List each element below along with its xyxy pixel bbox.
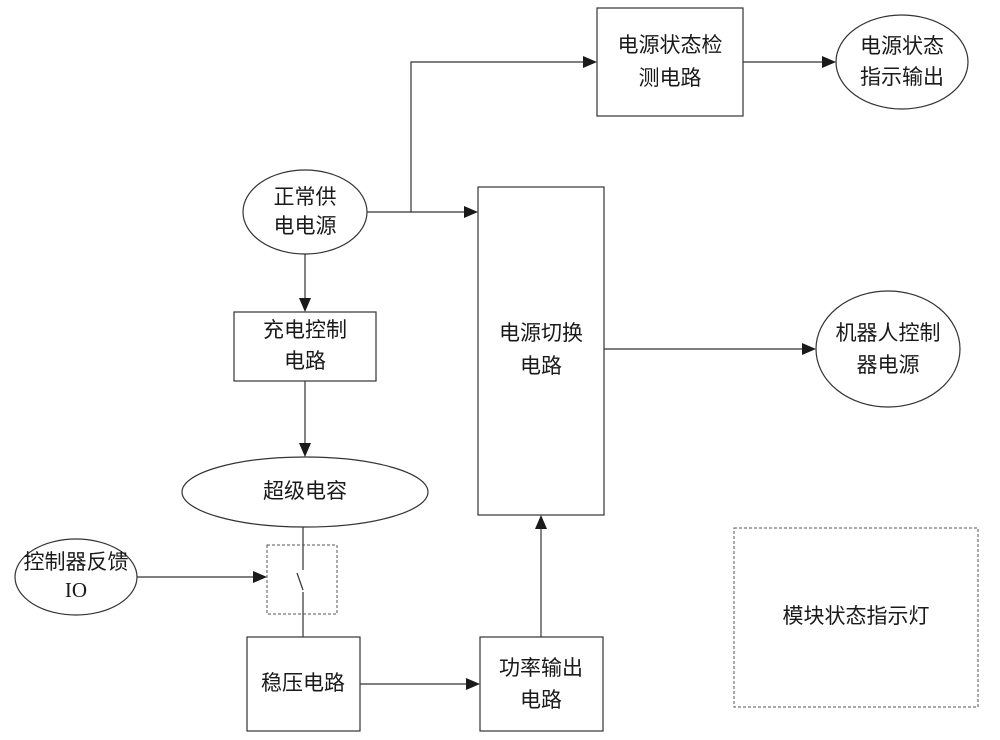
arrowhead-switch-bottom [535, 515, 547, 529]
arrowhead-robot-in [802, 343, 816, 355]
normal-power-label-line1: 正常供 [274, 185, 337, 209]
node-regulator: 稳压电路 [246, 636, 361, 732]
node-status-output: 电源状态 指示输出 [835, 14, 969, 110]
arrowhead-switch-ctrl [253, 571, 267, 583]
node-module-indicator: 模块状态指示灯 [733, 527, 979, 708]
power-switch-label-line2: 电路 [520, 354, 562, 378]
normal-power-label-line2: 电电源 [274, 214, 337, 238]
node-power-output: 功率输出 电路 [479, 636, 604, 732]
switch-dashed-box [266, 544, 338, 615]
module-indicator-label: 模块状态指示灯 [783, 604, 930, 628]
node-charge-control: 充电控制 电路 [233, 311, 377, 382]
robot-power-label-line2: 器电源 [857, 353, 920, 377]
node-status-detect: 电源状态检 测电路 [596, 7, 744, 117]
charge-control-label-line2: 电路 [284, 349, 326, 373]
charge-control-label-line1: 充电控制 [263, 318, 347, 342]
arrowhead-output-in [822, 56, 836, 68]
switch-contact [296, 572, 304, 591]
wire-power-to-detect [410, 61, 584, 212]
arrowhead-charge-in [299, 298, 311, 312]
status-output-label-line1: 电源状态 [860, 34, 944, 58]
node-robot-power: 机器人控制 器电源 [815, 290, 961, 408]
node-normal-power: 正常供 电电源 [242, 169, 368, 255]
arrowhead-detect-in [583, 56, 597, 68]
regulator-label: 稳压电路 [261, 671, 345, 695]
power-output-label-line2: 电路 [520, 688, 562, 712]
node-controller-io: 控制器反馈 IO [14, 538, 138, 616]
status-detect-label-line1: 电源状态检 [618, 33, 723, 57]
controller-io-label-line1: 控制器反馈 [24, 550, 129, 574]
arrowhead-poweroutput-in [466, 678, 480, 690]
node-power-switch: 电源切换 电路 [477, 186, 605, 516]
status-output-label-line2: 指示输出 [860, 65, 944, 89]
controller-io-label-line2: IO [65, 578, 87, 602]
robot-power-label-line1: 机器人控制 [836, 321, 941, 345]
node-supercap: 超级电容 [181, 456, 429, 528]
supercap-label: 超级电容 [263, 479, 347, 503]
power-switch-label-line1: 电源切换 [499, 321, 583, 345]
arrowhead-supercap-in [299, 443, 311, 457]
power-output-label-line1: 功率输出 [499, 656, 583, 680]
status-detect-label-line2: 测电路 [639, 66, 702, 90]
arrowhead-switch-in [464, 206, 478, 218]
